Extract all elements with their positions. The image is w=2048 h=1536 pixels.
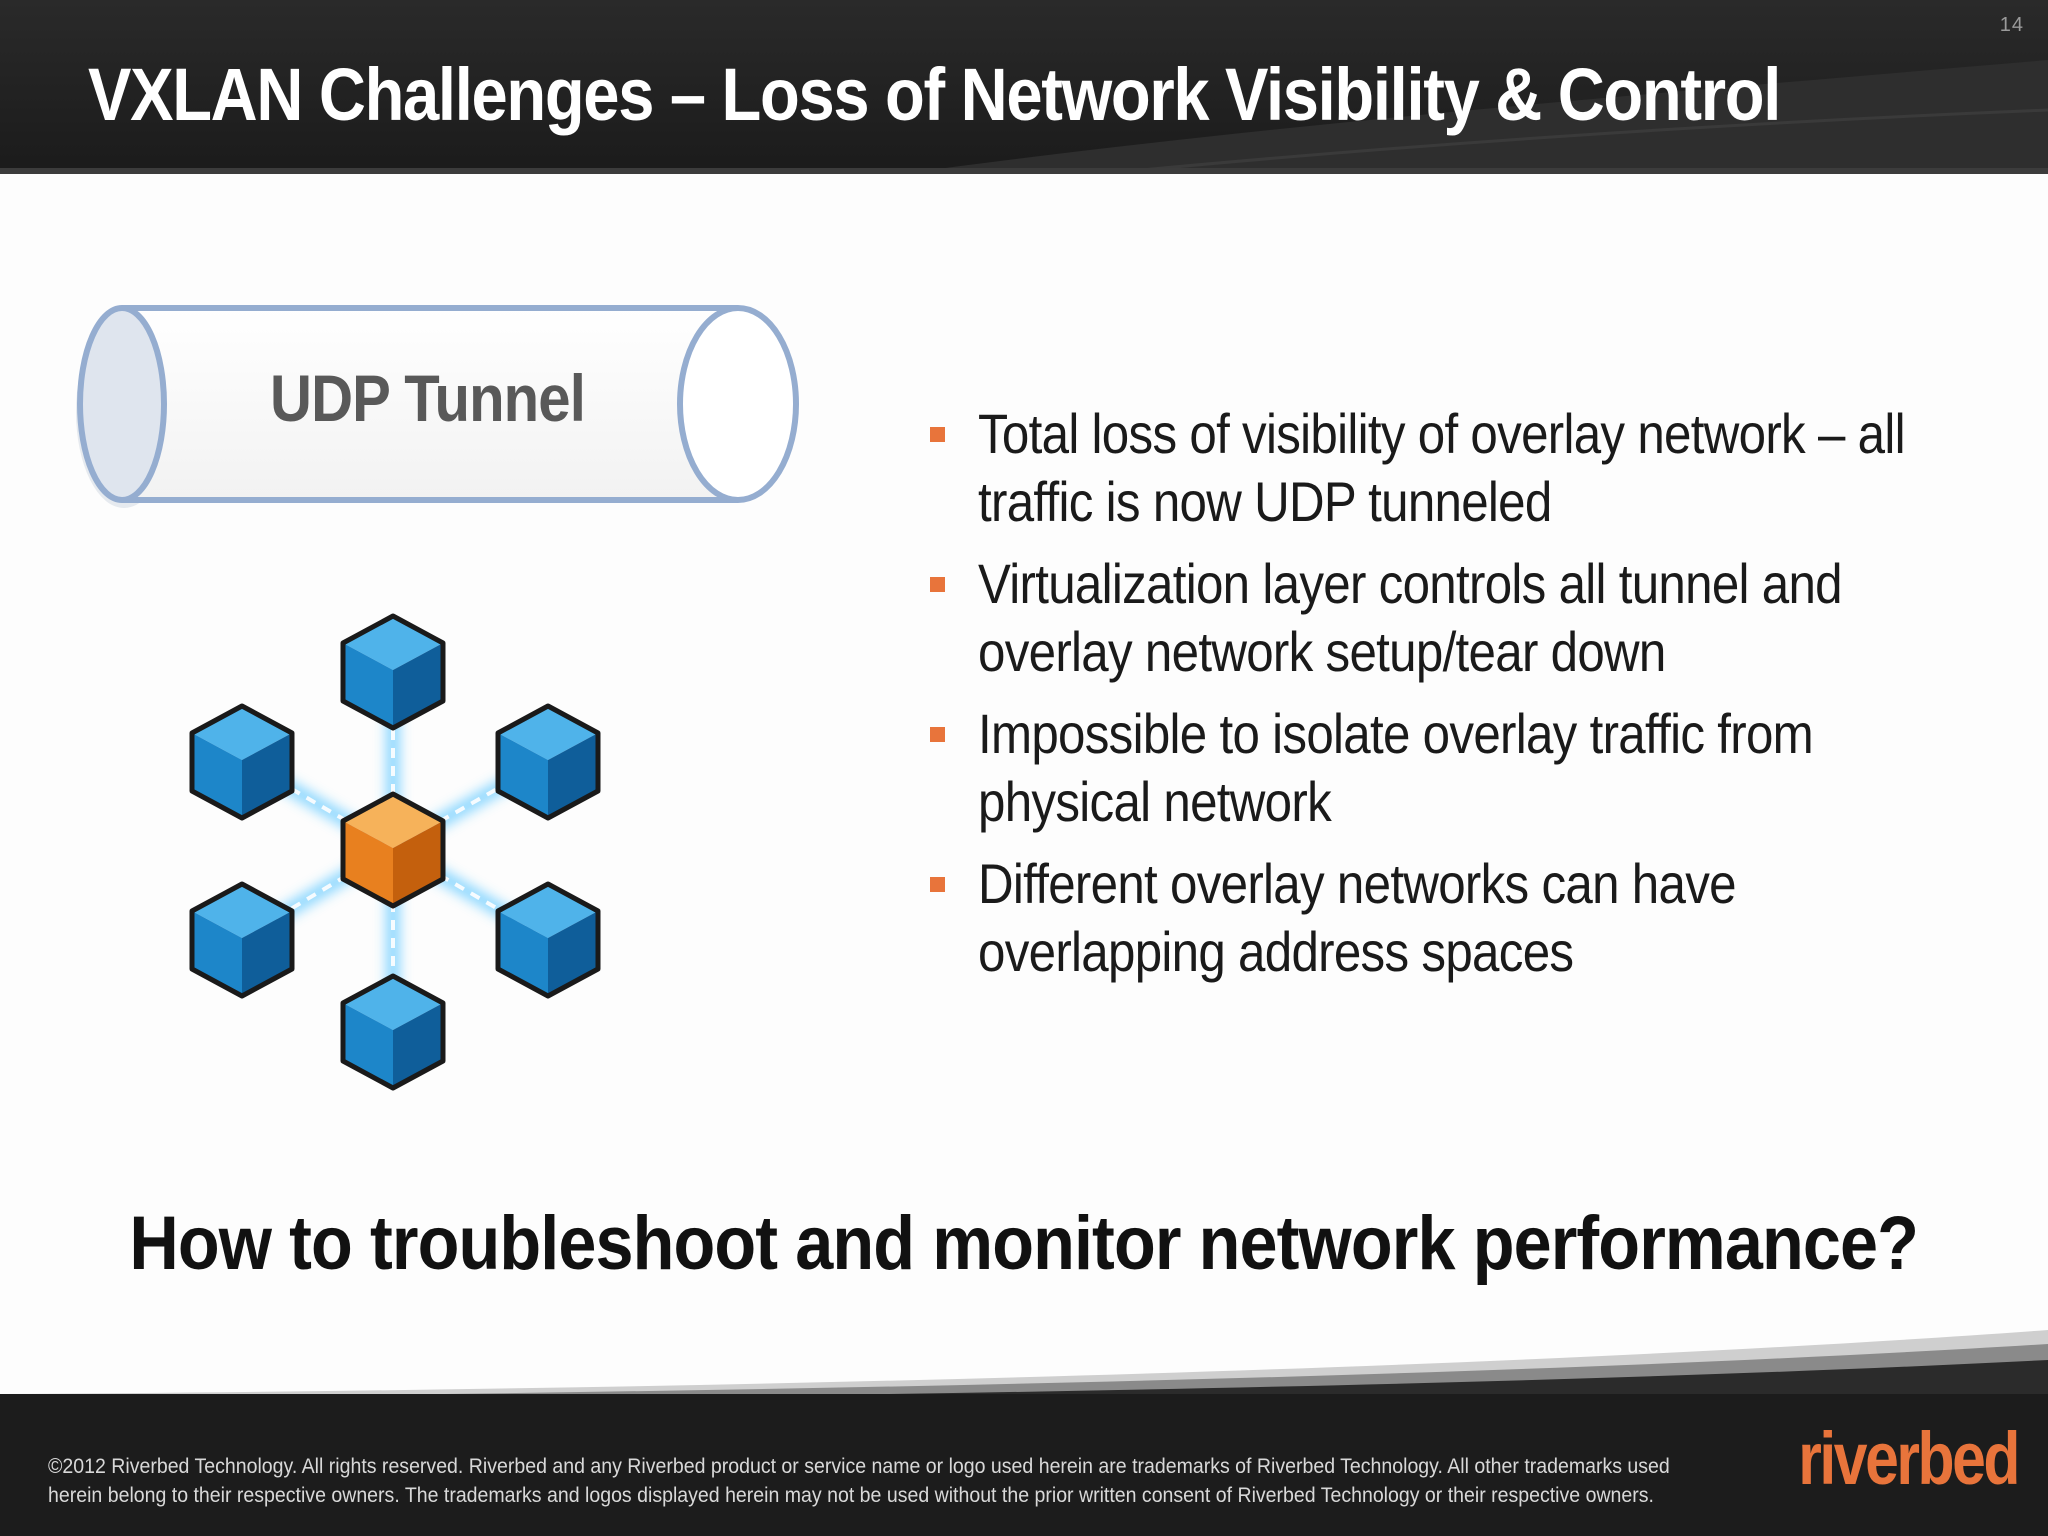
blue-cube-icon [498, 706, 598, 818]
slide-title: VXLAN Challenges – Loss of Network Visib… [88, 53, 1781, 136]
overlay-network-icon [170, 600, 630, 1100]
slide-number: 14 [1999, 14, 2024, 36]
footer-bar [0, 1394, 2048, 1536]
copyright-line: herein belong to their respective owners… [48, 1484, 1654, 1507]
square-bullet-icon [930, 877, 945, 892]
header-swoosh [0, 60, 2048, 174]
orange-cube-icon [343, 794, 443, 906]
blue-cube-icon [192, 706, 292, 818]
bullet-text: Total loss of visibility of overlay netw… [978, 402, 1906, 533]
square-bullet-icon [930, 577, 945, 592]
square-bullet-icon [930, 727, 945, 742]
bullet-item: Virtualization layer controls all tunnel… [924, 550, 2004, 686]
question-text: How to troubleshoot and monitor network … [129, 1201, 1920, 1286]
bullet-item: Impossible to isolate overlay traffic fr… [924, 700, 2004, 836]
udp-tunnel-icon [76, 305, 799, 508]
header-bar: 14 VXLAN Challenges – Loss of Network Vi… [0, 0, 2048, 174]
blue-cube-icon [343, 976, 443, 1088]
blue-cube-icon [498, 884, 598, 996]
copyright-notice: ©2012 Riverbed Technology. All rights re… [48, 1452, 1685, 1510]
bullet-list: Total loss of visibility of overlay netw… [924, 400, 2004, 1000]
bullet-text: Impossible to isolate overlay traffic fr… [978, 702, 1814, 833]
blue-cube-icon [192, 884, 292, 996]
square-bullet-icon [930, 427, 945, 442]
bullet-item: Different overlay networks can have over… [924, 850, 2004, 986]
blue-cube-icon [343, 616, 443, 728]
question-heading: How to troubleshoot and monitor network … [0, 1200, 2048, 1287]
tunnel-label: UDP Tunnel [270, 361, 586, 435]
copyright-line: ©2012 Riverbed Technology. All rights re… [48, 1455, 1670, 1478]
bullet-item: Total loss of visibility of overlay netw… [924, 400, 2004, 536]
riverbed-logo: riverbed [1798, 1417, 2020, 1500]
bullet-text: Virtualization layer controls all tunnel… [978, 552, 1843, 683]
bullet-text: Different overlay networks can have over… [978, 852, 1737, 983]
